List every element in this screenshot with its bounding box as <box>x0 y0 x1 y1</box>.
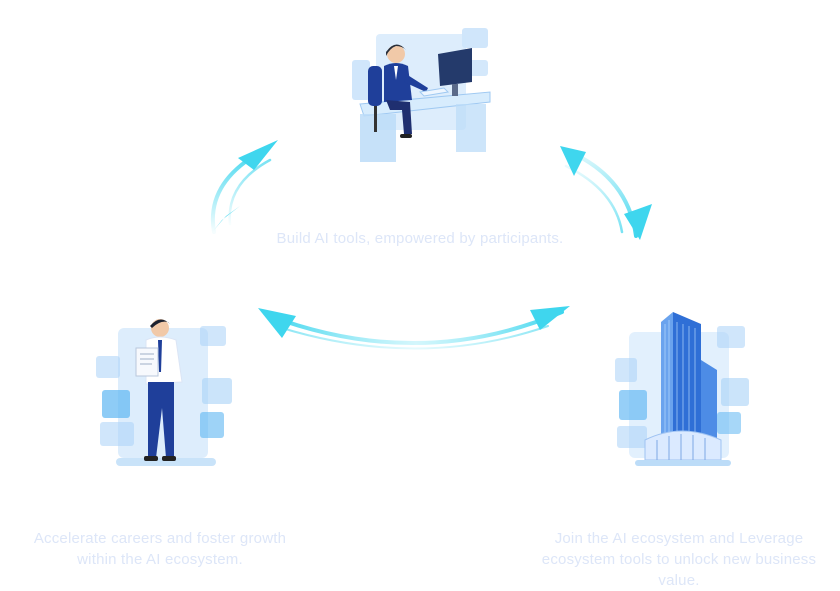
caption-build-ai-tools: Build AI tools, empowered by participant… <box>200 228 640 249</box>
office-worker-at-desk-illustration <box>340 22 500 172</box>
caption-left-line-1: Accelerate careers and foster growth <box>33 530 287 547</box>
caption-center-text: Build AI tools, empowered by participant… <box>276 230 564 247</box>
arrow-left-arc <box>210 140 278 234</box>
caption-accelerate-careers: Accelerate careers and foster growth wit… <box>10 528 310 570</box>
caption-left-line-2: within the AI ecosystem. <box>77 551 243 568</box>
arrow-bottom-arc <box>258 306 570 350</box>
skyscraper-building-illustration <box>605 310 755 470</box>
caption-join-ecosystem: Join the AI ecosystem and Leverage ecosy… <box>520 528 838 591</box>
arrow-right-arc <box>560 146 652 240</box>
businessman-with-document-illustration <box>90 312 240 472</box>
caption-right-line-3: value. <box>658 572 700 589</box>
caption-right-line-2: ecosystem tools to unlock new business <box>541 551 817 568</box>
caption-right-line-1: Join the AI ecosystem and Leverage <box>554 530 804 547</box>
